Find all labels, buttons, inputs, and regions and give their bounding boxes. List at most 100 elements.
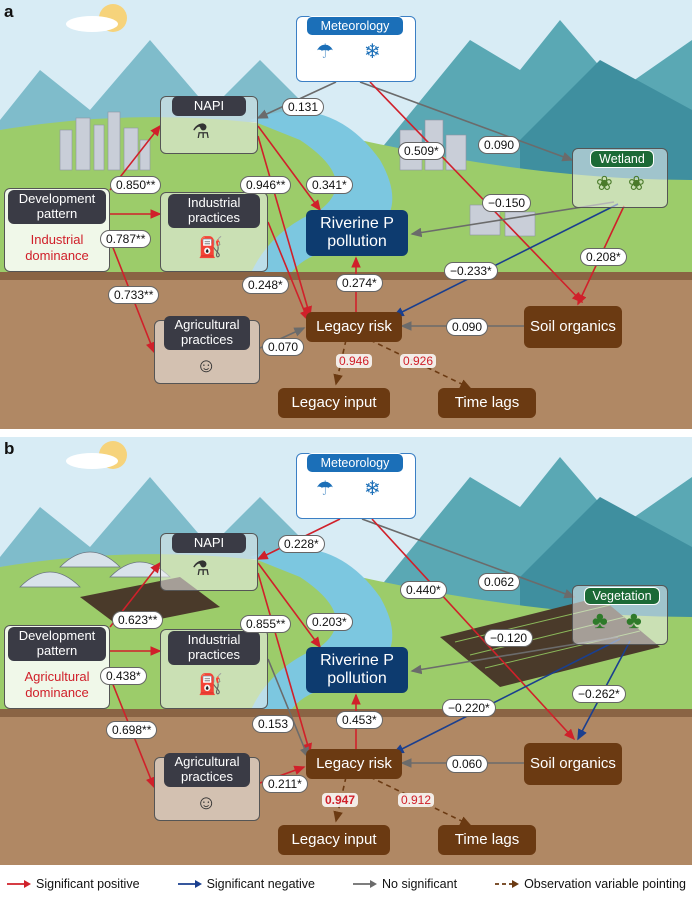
- ecosystem-node: Vegetation: [584, 587, 660, 605]
- oil-pump-icon: ⛽: [198, 237, 223, 259]
- red-arrow-icon: [7, 880, 31, 888]
- coef-legacy-riverine: 0.274*: [336, 274, 383, 292]
- legend-significant-negative: Significant negative: [177, 877, 315, 891]
- coef-ecosystem-riverine: −0.150: [482, 194, 532, 212]
- time-lags-label: Time lags: [454, 393, 520, 411]
- tree-icon: ♣: [592, 607, 608, 634]
- ecosystem-label: Vegetation: [592, 589, 652, 603]
- coef-dev-agricultural: 0.698**: [106, 721, 158, 739]
- panel-a: a Meteorology ☂ ❄ NAPI ⚗ Development pat…: [0, 0, 692, 429]
- development-type-label: Industrial dominance: [25, 232, 89, 263]
- farmer-icon: ☺: [196, 792, 217, 814]
- coef-ecosystem-soil: 0.208*: [580, 248, 627, 266]
- development-pattern-label: Development pattern: [18, 628, 96, 658]
- coef-industrial-legacy: 0.153: [252, 715, 295, 733]
- coef-met-napi: 0.228*: [278, 535, 325, 553]
- legend: Significant positive Significant negativ…: [0, 870, 692, 898]
- coef-dev-agricultural: 0.733**: [108, 286, 160, 304]
- legend-significant-positive: Significant positive: [6, 877, 140, 891]
- coef-soil-legacy: 0.090: [446, 318, 489, 336]
- legend-no-significant: No significant: [352, 877, 457, 891]
- ecosystem-node: Wetland: [590, 150, 654, 168]
- legend-label: Observation variable pointing: [524, 877, 686, 891]
- coef-dev-industrial: 0.787**: [100, 230, 152, 248]
- meteorology-label: Meteorology: [320, 19, 390, 33]
- coef-soil-legacy: 0.060: [446, 755, 489, 773]
- oil-pump-icon: ⛽: [198, 674, 223, 696]
- time-lags-node: Time lags: [438, 825, 536, 855]
- legacy-input-label: Legacy input: [291, 830, 377, 848]
- napi-label: NAPI: [193, 97, 225, 113]
- coef-agricultural-legacy: 0.211*: [262, 775, 308, 793]
- coef-ecosystem-legacy: −0.220*: [442, 699, 496, 717]
- soil-organics-node: Soil organics: [524, 306, 622, 348]
- meteorology-node: Meteorology: [306, 16, 404, 36]
- legacy-risk-node: Legacy risk: [306, 749, 402, 779]
- dashed-arrow-icon: [495, 880, 520, 888]
- coef-agricultural-legacy: 0.070: [262, 338, 305, 356]
- development-type-label: Agricultural dominance: [24, 669, 90, 700]
- coef-time-lags-load: 0.912: [398, 793, 435, 807]
- napi-node: NAPI: [172, 533, 246, 553]
- ecosystem-label: Wetland: [599, 152, 645, 166]
- meteorology-node: Meteorology: [306, 453, 404, 473]
- snow-cloud-icon: ❄: [364, 478, 381, 500]
- coef-legacy-input-load: 0.947: [322, 793, 359, 807]
- industrial-node: Industrial practices: [168, 194, 260, 228]
- coef-napi-legacy: 0.855**: [240, 615, 292, 633]
- development-pattern-label: Development pattern: [18, 191, 96, 221]
- napi-node: NAPI: [172, 96, 246, 116]
- agricultural-node: Agricultural practices: [164, 316, 250, 350]
- soil-organics-label: Soil organics: [530, 317, 616, 335]
- soil-organics-node: Soil organics: [524, 743, 622, 785]
- development-pattern-node: Development pattern: [8, 190, 106, 224]
- legend-label: No significant: [382, 877, 458, 891]
- coef-met-ecosystem: 0.090: [478, 136, 521, 154]
- reed-icon: ❀: [628, 173, 645, 195]
- coef-time-lags-load: 0.926: [400, 354, 437, 368]
- riverine-node: Riverine P pollution: [306, 647, 408, 693]
- coef-napi-riverine: 0.203*: [306, 613, 353, 631]
- reed-icon: ❀: [596, 173, 613, 195]
- rain-cloud-icon: ☂: [316, 41, 334, 63]
- coef-legacy-riverine: 0.453*: [336, 711, 383, 729]
- development-pattern-node: Development pattern: [8, 627, 106, 661]
- agricultural-label: Agricultural practices: [174, 754, 240, 784]
- tree-icon: ♣: [626, 607, 642, 634]
- agricultural-label: Agricultural practices: [174, 317, 240, 347]
- panel-b: b Meteorology ☂ ❄ NAPI ⚗ Development pat…: [0, 437, 692, 865]
- legend-observation: Observation variable pointing: [494, 877, 686, 891]
- meteorology-label: Meteorology: [320, 456, 390, 470]
- coef-napi-legacy: 0.946**: [240, 176, 292, 194]
- legend-label: Significant positive: [36, 877, 140, 891]
- time-lags-node: Time lags: [438, 388, 536, 418]
- fertilizer-icon: ⚗: [192, 121, 210, 143]
- coef-met-napi: 0.131: [282, 98, 325, 116]
- agricultural-node: Agricultural practices: [164, 753, 250, 787]
- soil-organics-label: Soil organics: [530, 754, 616, 772]
- panel-letter: b: [4, 439, 15, 458]
- coef-met-legacy: 0.440*: [400, 581, 447, 599]
- coef-napi-riverine: 0.341*: [306, 176, 353, 194]
- legacy-risk-node: Legacy risk: [306, 312, 402, 342]
- industrial-node: Industrial practices: [168, 631, 260, 665]
- fertilizer-icon: ⚗: [192, 558, 210, 580]
- gray-arrow-icon: [353, 880, 377, 888]
- industrial-label: Industrial practices: [187, 632, 241, 662]
- riverine-label: Riverine P pollution: [320, 215, 394, 250]
- legacy-input-label: Legacy input: [291, 393, 377, 411]
- coef-met-legacy: 0.509*: [398, 142, 445, 160]
- coef-ecosystem-legacy: −0.233*: [444, 262, 498, 280]
- legend-label: Significant negative: [206, 877, 315, 891]
- coef-legacy-input-load: 0.946: [336, 354, 373, 368]
- napi-label: NAPI: [193, 534, 225, 550]
- coef-ecosystem-soil: −0.262*: [572, 685, 626, 703]
- coef-dev-industrial: 0.438*: [100, 667, 147, 685]
- coef-ecosystem-riverine: −0.120: [484, 629, 534, 647]
- legacy-risk-label: Legacy risk: [316, 754, 392, 772]
- time-lags-label: Time lags: [454, 830, 520, 848]
- snow-cloud-icon: ❄: [364, 41, 381, 63]
- industrial-label: Industrial practices: [187, 195, 241, 225]
- legacy-risk-label: Legacy risk: [316, 317, 392, 335]
- riverine-label: Riverine P pollution: [320, 652, 394, 687]
